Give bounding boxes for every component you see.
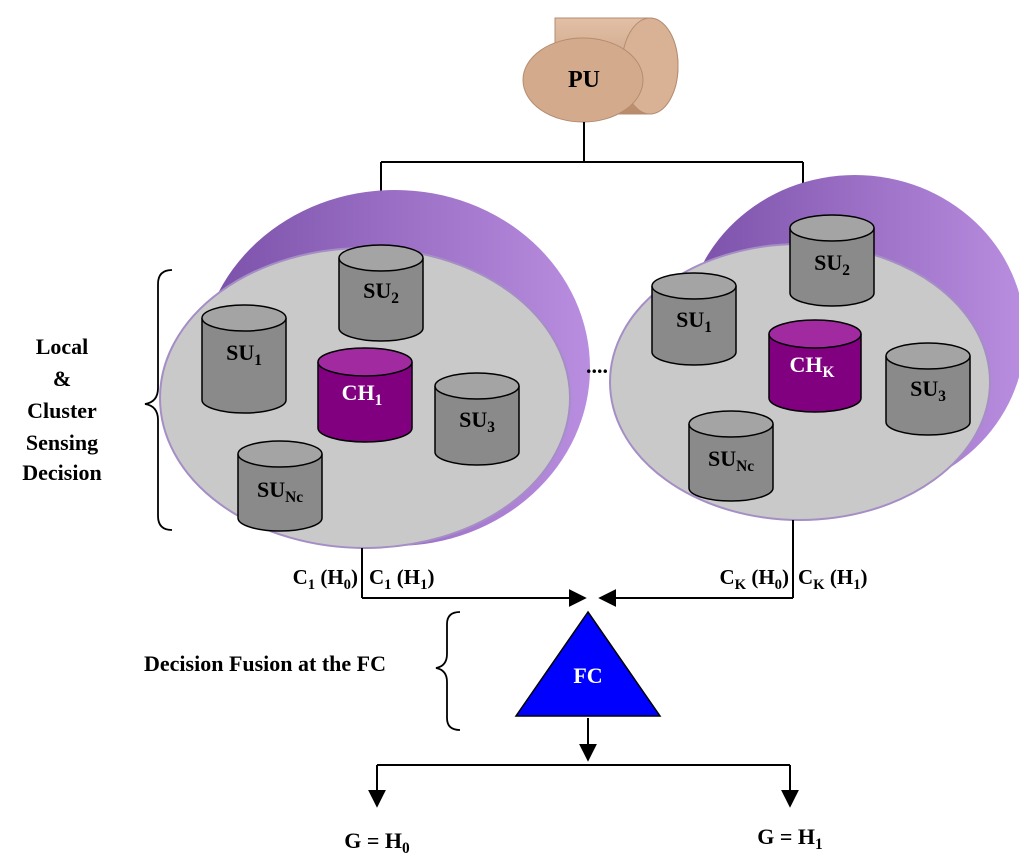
svg-text:CHK: CHK	[790, 352, 835, 381]
svg-text:SUNc: SUNc	[257, 477, 303, 506]
left-report-h1: C1 (H1)	[369, 565, 434, 593]
svg-text:SU1: SU1	[226, 340, 262, 369]
right-report-h0: CK (H0)	[719, 565, 789, 593]
right-su3-node: SU3	[885, 342, 971, 436]
svg-text:&: &	[53, 366, 71, 391]
left-su2-node: SU2	[338, 244, 424, 342]
left-su1-node: SU1	[201, 304, 287, 414]
left-su3-node: SU3	[434, 372, 520, 466]
cluster-ellipsis: ....	[586, 353, 608, 378]
right-report-h1: CK (H1)	[798, 565, 868, 593]
svg-text:CH1: CH1	[342, 380, 383, 409]
output-g-h1: G = H1	[757, 824, 822, 853]
fc-label: FC	[573, 663, 602, 688]
output-g-h0: G = H0	[344, 828, 410, 855]
svg-text:Decision: Decision	[22, 460, 101, 485]
left-sunc-node: SUNc	[237, 440, 323, 532]
svg-text:Local: Local	[36, 334, 89, 359]
right-su1-node: SU1	[651, 272, 737, 366]
svg-text:Cluster: Cluster	[27, 398, 97, 423]
svg-text:SU1: SU1	[676, 307, 712, 336]
right-su2-node: SU2	[789, 214, 875, 307]
svg-text:SU3: SU3	[459, 407, 495, 436]
decision-connectors	[368, 718, 799, 808]
right-chk-node: CHK	[768, 319, 862, 413]
svg-text:Sensing: Sensing	[26, 430, 98, 455]
right-report-connector	[598, 520, 794, 607]
svg-text:SU2: SU2	[363, 278, 399, 307]
svg-text:SU2: SU2	[814, 250, 850, 279]
left-report-h0: C1 (H0)	[293, 565, 358, 593]
right-sunc-node: SUNc	[688, 410, 774, 502]
fusion-label: Decision Fusion at the FC	[144, 651, 386, 676]
local-sensing-brace	[144, 269, 173, 531]
fc-node: FC	[514, 610, 662, 717]
fusion-brace	[435, 611, 461, 731]
svg-text:SUNc: SUNc	[708, 446, 754, 475]
svg-text:SU3: SU3	[910, 376, 946, 405]
local-sensing-label: Local & Cluster Sensing Decision	[22, 334, 101, 485]
left-ch1-node: CH1	[317, 347, 413, 443]
left-report-connector	[361, 548, 587, 607]
pu-node: PU	[522, 17, 679, 123]
pu-label: PU	[568, 67, 600, 93]
